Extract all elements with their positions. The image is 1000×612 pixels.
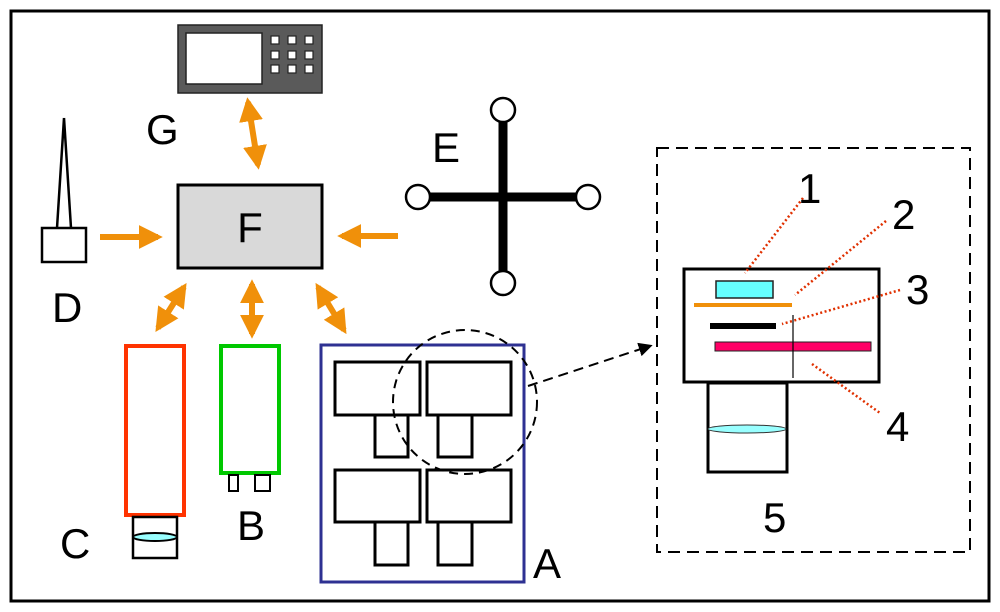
label-f: F (237, 204, 263, 251)
zoom-arrow (527, 342, 653, 387)
camera-b (219, 344, 281, 492)
zoom-circle (392, 329, 538, 475)
stage-e-cross (404, 96, 602, 297)
layer-3 (710, 323, 776, 329)
connection-arrows (100, 97, 398, 339)
unit-f (176, 183, 324, 270)
label-1: 1 (798, 165, 821, 212)
arrow-f-a (315, 282, 347, 335)
filter-1 (715, 280, 774, 299)
leader-lines (744, 197, 901, 415)
label-g: G (146, 106, 179, 153)
device-g-screen (185, 32, 263, 85)
device-g-keypad (270, 35, 314, 74)
label-a: A (533, 540, 561, 587)
arrow-g-f (239, 97, 267, 170)
label-c: C (60, 520, 90, 567)
label-2: 2 (892, 191, 915, 238)
arrow-f-c (155, 282, 187, 333)
label-4: 4 (886, 403, 909, 450)
label-b: B (237, 502, 265, 549)
camera-c (124, 344, 186, 560)
camera-array-a (319, 329, 538, 584)
device-g-controller (177, 24, 323, 94)
inset-detail (656, 147, 971, 553)
label-5: 5 (763, 494, 786, 541)
label-3: 3 (906, 266, 929, 313)
label-d: D (52, 284, 82, 331)
outer-frame (9, 9, 991, 603)
label-e: E (432, 124, 460, 171)
antenna-d (40, 117, 88, 264)
